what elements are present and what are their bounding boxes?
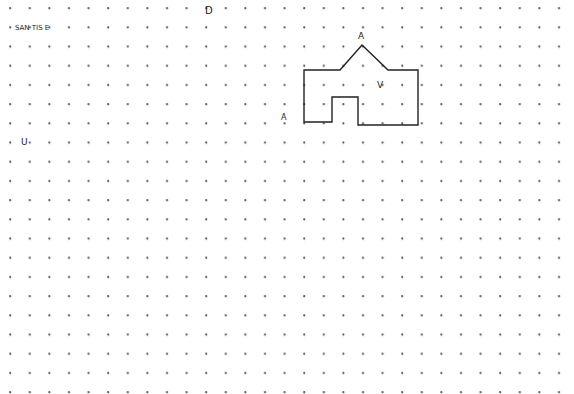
grid-label: SAN TIS E (14, 25, 50, 32)
house-outline (304, 45, 418, 125)
grid-label: A (357, 32, 365, 41)
grid-label: D (204, 6, 214, 16)
grid-label: U (20, 138, 29, 147)
grid-label: A (280, 114, 287, 122)
grid-label: V (376, 81, 384, 90)
